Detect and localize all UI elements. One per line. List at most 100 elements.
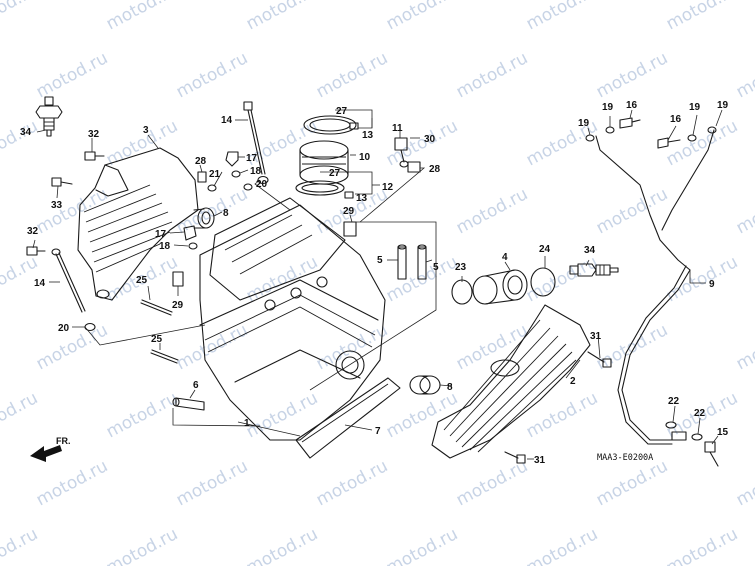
- callout-34: 34: [20, 127, 32, 138]
- callout-29: 29: [343, 206, 355, 217]
- callout-20: 20: [58, 323, 70, 334]
- watermark-text: motod.ru: [593, 456, 671, 510]
- watermark-text: motod.ru: [0, 524, 41, 566]
- washer-22-b: [691, 433, 703, 441]
- callout-29: 29: [172, 300, 184, 311]
- front-direction-arrow: [30, 445, 62, 462]
- parts-layer: [26, 96, 719, 467]
- watermark-text: motod.ru: [243, 388, 321, 442]
- spark-plug-left: [35, 96, 63, 137]
- callout-4: 4: [502, 252, 508, 263]
- bolt-31-upper: [587, 351, 612, 368]
- leader-lines: [32, 109, 723, 460]
- washer-18-left: [188, 242, 198, 250]
- watermark-text: motod.ru: [243, 0, 321, 34]
- watermark-text: motod.ru: [33, 456, 111, 510]
- callout-9: 9: [709, 279, 715, 290]
- valve-guide-5a: [397, 244, 407, 280]
- banjo-fittings-top-right: [585, 117, 717, 149]
- callout-2: 2: [570, 376, 576, 387]
- watermark-text: motod.ru: [523, 0, 601, 34]
- spark-plug-right: [569, 263, 619, 277]
- callout-27: 27: [329, 168, 341, 179]
- stud-25-upper: [140, 299, 173, 316]
- o-ring-24: [530, 267, 556, 297]
- rear-head-cover: [77, 147, 199, 301]
- watermark-text: motod.ru: [313, 456, 391, 510]
- head-gasket: [295, 377, 401, 459]
- intake-pipe-4: [472, 269, 528, 305]
- callout-32: 32: [88, 129, 100, 140]
- watermark-text: motod.ru: [0, 0, 41, 34]
- callout-15: 15: [717, 427, 729, 438]
- callout-19: 19: [689, 102, 701, 113]
- watermark-text: motod.ru: [663, 0, 741, 34]
- watermark-text: motod.ru: [33, 48, 111, 102]
- washer-22-a: [665, 421, 677, 429]
- watermark-text: motod.ru: [173, 48, 251, 102]
- oil-pipe-9: [595, 129, 715, 445]
- watermark-text: motod.ru: [173, 320, 251, 374]
- watermark-text: motod.ru: [173, 456, 251, 510]
- watermark-text: motod.ru: [663, 252, 741, 306]
- watermark-text: motod.ru: [313, 320, 391, 374]
- callout-8: 8: [223, 208, 229, 219]
- watermark-text: motod.ru: [0, 388, 41, 442]
- callout-32: 32: [27, 226, 39, 237]
- callout-3: 3: [143, 125, 149, 136]
- callout-14: 14: [221, 115, 233, 126]
- callout-1: 1: [244, 418, 250, 429]
- watermark-text: motod.ru: [383, 524, 461, 566]
- callout-19: 19: [717, 100, 729, 111]
- fitting-17-left: [183, 225, 197, 241]
- watermark-text: motod.ru: [243, 252, 321, 306]
- diagram-code: MAA3-E0200A: [597, 453, 653, 463]
- callout-10: 10: [359, 152, 371, 163]
- watermark-text: motod.ru: [453, 184, 531, 238]
- bolt-28-right: [407, 161, 421, 173]
- sleeve-8-left: [193, 207, 215, 229]
- callout-21: 21: [209, 169, 221, 180]
- intake-joint-assembly: [295, 115, 359, 199]
- watermark-text: motod.ru: [733, 320, 755, 374]
- callout-7: 7: [375, 426, 381, 437]
- watermark-text: motod.ru: [523, 116, 601, 170]
- watermark-text: motod.ru: [243, 524, 321, 566]
- callout-17: 17: [246, 153, 258, 164]
- callout-31: 31: [590, 331, 602, 342]
- watermark-text: motod.ru: [593, 48, 671, 102]
- callout-19: 19: [602, 102, 614, 113]
- callout-16: 16: [626, 100, 638, 111]
- pipe-6: [172, 397, 205, 411]
- watermark-text: motod.ru: [383, 0, 461, 34]
- callout-13: 13: [356, 193, 368, 204]
- callout-18: 18: [159, 241, 171, 252]
- callout-11: 11: [392, 123, 403, 134]
- callout-27: 27: [336, 106, 348, 117]
- callout-5: 5: [377, 255, 383, 266]
- dowel-29-left: [172, 271, 184, 287]
- watermark-text: motod.ru: [33, 320, 111, 374]
- callout-labels: 34 32 3 33 32 14 20 14 28 21 17 18 20 8 …: [20, 100, 729, 466]
- callout-6: 6: [193, 380, 199, 391]
- stud-25-lower: [150, 349, 179, 364]
- front-label: FR.: [56, 436, 71, 446]
- callout-28: 28: [195, 156, 207, 167]
- callout-33: 33: [51, 200, 63, 211]
- dowel-29-right: [343, 221, 357, 237]
- callout-17: 17: [155, 229, 167, 240]
- callout-22: 22: [694, 408, 706, 419]
- callout-25: 25: [136, 275, 148, 286]
- sleeve-8-right: [409, 375, 441, 395]
- callout-5: 5: [433, 262, 439, 273]
- watermark-text: motod.ru: [523, 524, 601, 566]
- bolt-33: [51, 177, 73, 187]
- bolt-32-upper: [84, 151, 105, 161]
- watermark-text: motod.ru: [103, 388, 181, 442]
- callout-31: 31: [534, 455, 546, 466]
- stud-bolt-left: [51, 248, 86, 313]
- watermark-text: motod.ru: [593, 184, 671, 238]
- callout-30: 30: [424, 134, 436, 145]
